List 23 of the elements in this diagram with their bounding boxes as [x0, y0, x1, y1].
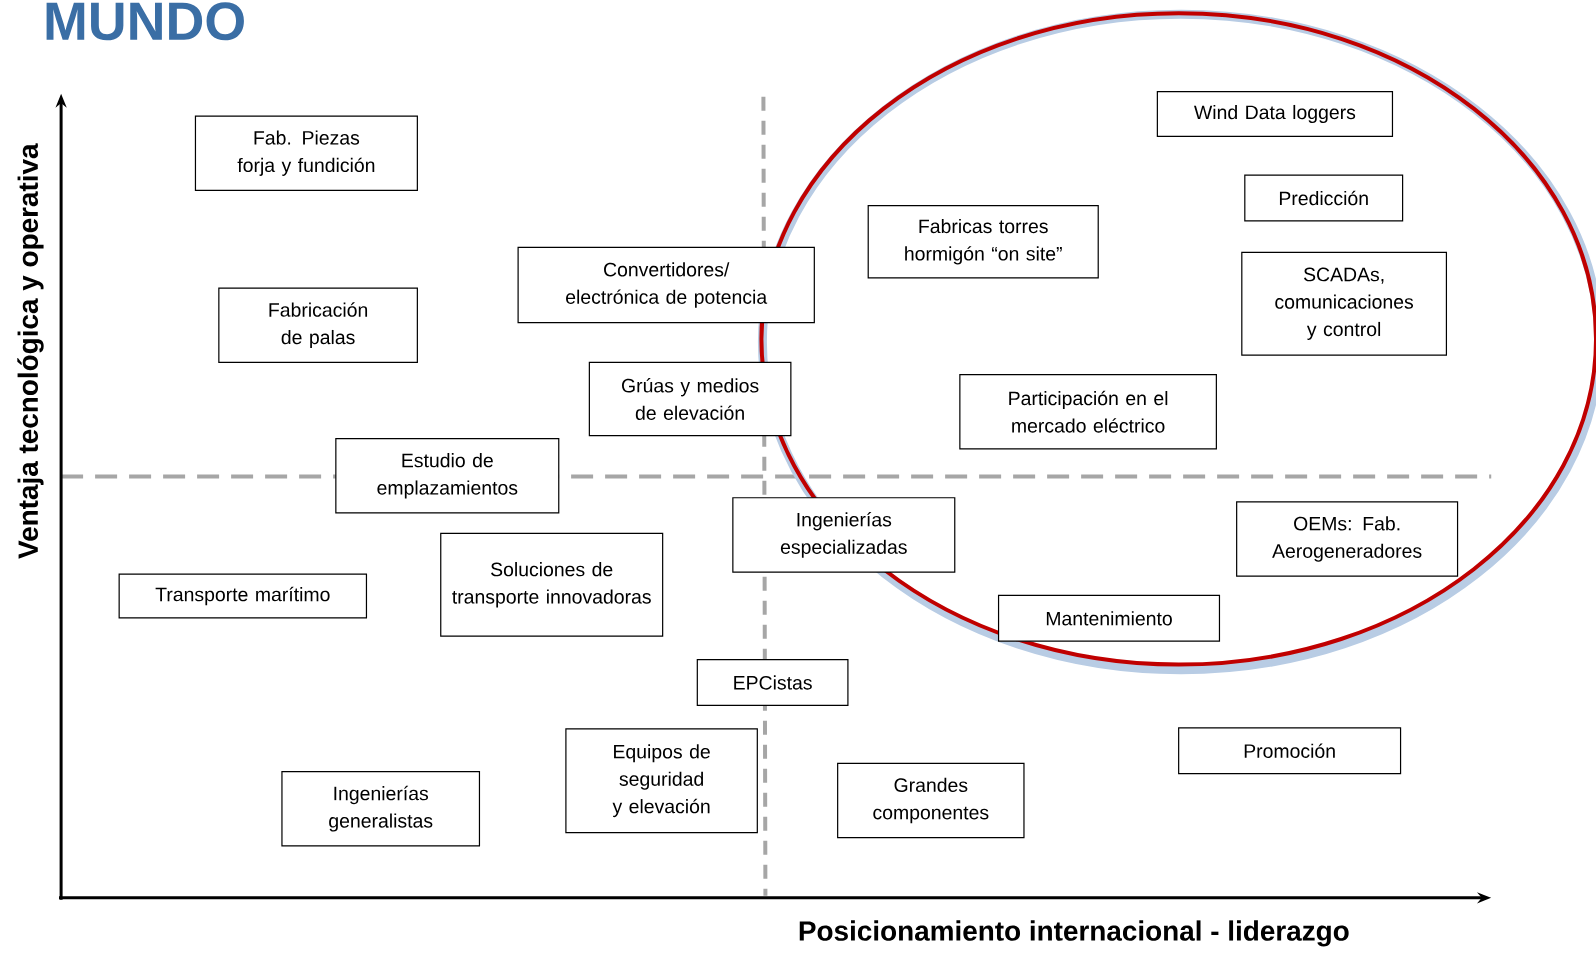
text-box: Fabricas torres hormigón “on site” [867, 204, 1099, 279]
text-box: Ingenierías generalistas [281, 770, 481, 847]
text-box: Fab. Piezas forja y fundición [194, 115, 418, 191]
text-box: Predicción [1244, 174, 1404, 222]
text-box: Participación en el mercado eléctrico [959, 373, 1217, 450]
text-box: Wind Data loggers [1156, 91, 1394, 137]
text-box: Promoción [1178, 727, 1402, 775]
text-box: Transporte marítimo [118, 573, 368, 619]
axis-label: Posicionamiento internacional - liderazgo [799, 920, 1349, 947]
axis-label: Ventaja tecnológica y operativa [17, 143, 44, 559]
text-box: Estudio de emplazamientos [335, 438, 560, 514]
text-box: SCADAs, comunicaciones y control [1241, 251, 1447, 356]
text-box: Grandes componentes [837, 762, 1025, 839]
text-box: Grúas y medios de elevación [588, 361, 792, 437]
text-box: Equipos de seguridad y elevación [565, 728, 758, 834]
text-box: Fabricación de palas [218, 287, 418, 363]
text-box: Ingenierías especializadas [732, 497, 956, 573]
text-box: Soluciones de transporte innovadoras [440, 532, 664, 637]
title: MUNDO [46, 2, 244, 41]
text-box: OEMs: Fab. Aerogeneradores [1236, 501, 1459, 577]
text-box: EPCistas [696, 659, 849, 706]
text-box: Mantenimiento [997, 594, 1221, 642]
text-box: Convertidores/ electrónica de potencia [517, 246, 815, 324]
